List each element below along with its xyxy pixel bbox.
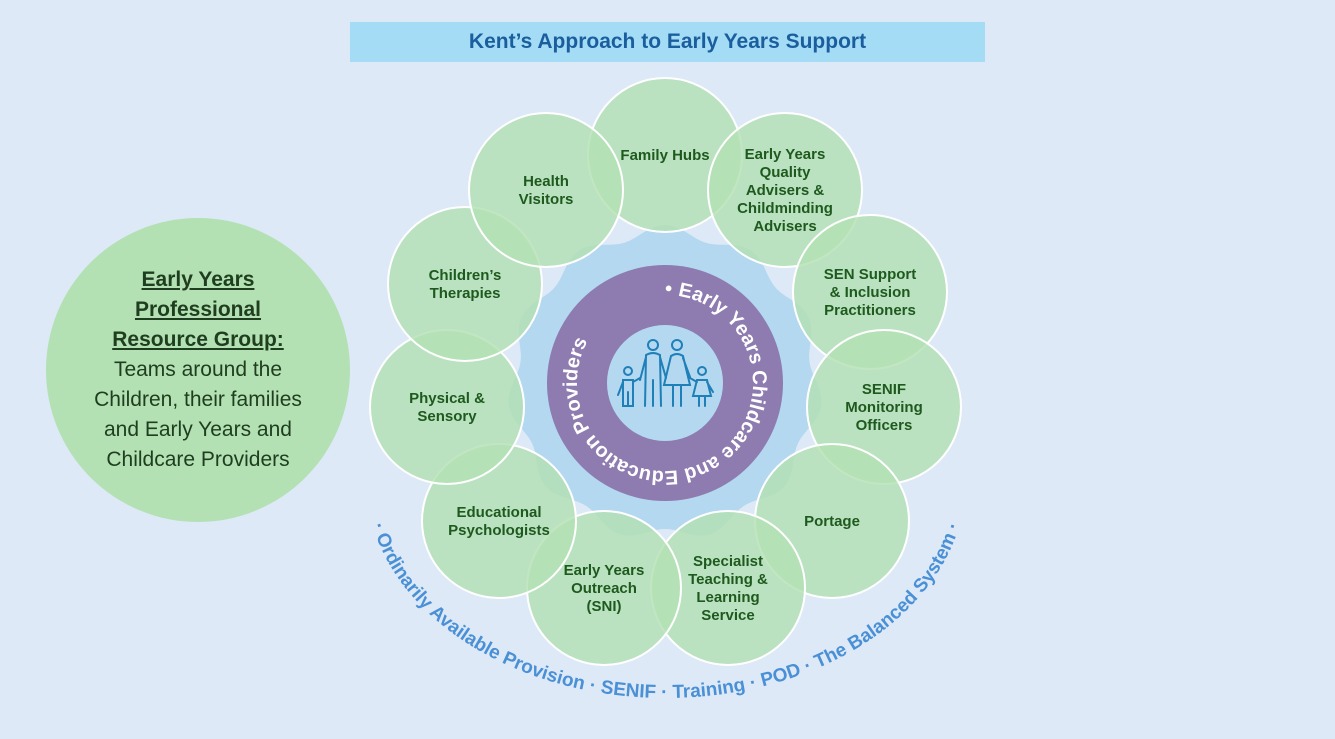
resource-group-heading: Early Years Professional Resource Group:: [112, 268, 284, 351]
service-label-line: Physical &: [409, 390, 485, 407]
service-label-physical-sensory: Physical &Sensory: [409, 390, 485, 425]
service-label-line: SENIF: [862, 381, 906, 398]
service-label-line: Specialist: [693, 553, 763, 570]
service-label-line: (SNI): [587, 598, 622, 615]
service-label-line: Quality: [760, 164, 812, 181]
service-circle-early-years-quality-advisers: [707, 112, 863, 268]
service-label-line: Practitioners: [824, 302, 916, 319]
service-label-line: Outreach: [571, 580, 637, 597]
family-icon: [617, 339, 714, 407]
service-label-line: Visitors: [519, 191, 574, 208]
service-label-line: Monitoring: [845, 399, 922, 416]
service-label-line: Officers: [856, 417, 913, 434]
resource-group-body: Teams around the Children, their familie…: [94, 358, 302, 471]
service-label-line: Early Years: [745, 146, 826, 163]
service-label-line: Psychologists: [448, 522, 550, 539]
service-label-family-hubs: Family Hubs: [620, 147, 709, 164]
service-label-line: Childminding: [737, 200, 833, 217]
service-label-line: SEN Support: [824, 266, 917, 283]
service-label-line: Portage: [804, 513, 860, 530]
service-label-line: Therapies: [430, 285, 501, 302]
service-label-portage: Portage: [804, 513, 860, 530]
service-label-line: Early Years: [564, 562, 645, 579]
service-label-line: Service: [701, 607, 754, 624]
service-label-line: Health: [523, 173, 569, 190]
service-label-line: Children’s: [429, 267, 502, 284]
page-title: Kent’s Approach to Early Years Support: [350, 22, 985, 62]
service-label-line: Sensory: [417, 408, 477, 425]
service-label-line: Educational: [456, 504, 541, 521]
service-label-line: & Inclusion: [830, 284, 911, 301]
service-label-line: Teaching &: [688, 571, 768, 588]
resource-group-circle: Early Years Professional Resource Group:…: [46, 218, 350, 522]
service-circle-health-visitors: [468, 112, 624, 268]
service-label-line: Advisers &: [746, 182, 825, 199]
service-label-line: Learning: [696, 589, 759, 606]
service-label-line: Advisers: [753, 218, 816, 235]
service-label-line: Family Hubs: [620, 147, 709, 164]
